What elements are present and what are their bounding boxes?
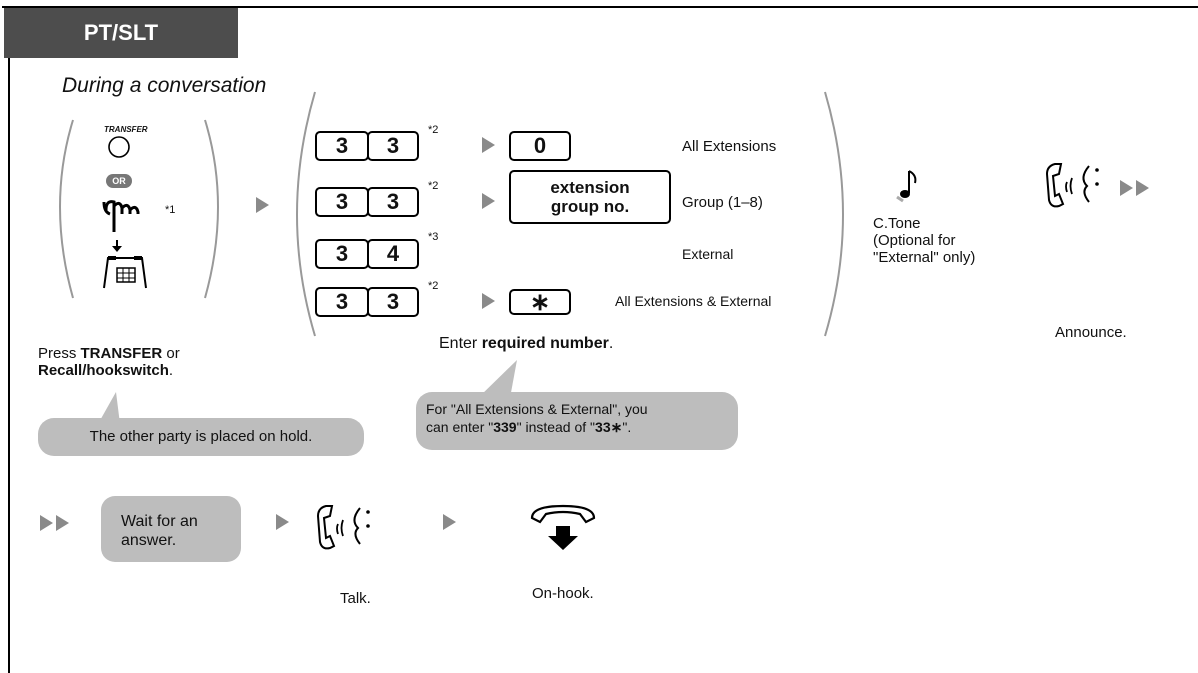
wait-bubble: Wait for an answer.: [101, 496, 241, 562]
key-label: 0: [533, 133, 547, 158]
key-label: ∗: [529, 288, 551, 316]
key-3-a[interactable]: 3: [315, 287, 369, 317]
key-3-a[interactable]: 3: [315, 187, 369, 217]
tab-label: PT/SLT: [83, 20, 159, 45]
tip-text: ".: [622, 419, 632, 435]
tone-caption: C.Tone (Optional for "External" only): [873, 215, 975, 266]
key-label-line2: group no.: [550, 197, 630, 216]
hand-press-icon: [102, 200, 140, 232]
key-label: 3: [335, 133, 349, 158]
handset-talk-icon: [1045, 163, 1099, 208]
key-0[interactable]: 0: [509, 131, 571, 161]
top-rule: [2, 6, 1198, 8]
key-label: 3: [386, 133, 400, 158]
talk-caption: Talk.: [340, 590, 371, 607]
option-group: Group (1–8): [682, 194, 763, 211]
option-external: External: [682, 246, 734, 262]
step2-caption: Enter required number.: [439, 335, 613, 352]
tone-line1: C.Tone: [873, 215, 921, 232]
note-marker-2: *2: [428, 180, 439, 192]
bubble1-tail: [98, 392, 120, 424]
key-3-b[interactable]: 3: [367, 187, 419, 217]
music-note-icon: [896, 170, 917, 203]
tip-line1: For "All Extensions & External", you: [426, 401, 648, 417]
hookswitch-icon[interactable]: [100, 240, 150, 290]
play-arrow-icon: [256, 197, 269, 213]
tip-bold-339: 339: [493, 419, 517, 435]
hold-bubble: The other party is placed on hold.: [38, 418, 364, 456]
key-star[interactable]: ∗: [509, 288, 571, 316]
key-3-b[interactable]: 3: [367, 287, 419, 317]
step2-brackets: [296, 91, 844, 337]
key-3-a[interactable]: 3: [315, 239, 369, 269]
tip-bubble: For "All Extensions & External", you can…: [416, 392, 738, 450]
subtitle: During a conversation: [62, 74, 267, 97]
key-4[interactable]: 4: [367, 239, 419, 269]
transfer-label: TRANSFER: [104, 125, 148, 134]
play-arrow-icon: [443, 514, 456, 530]
key-label: 3: [335, 241, 349, 266]
caption-bold-transfer: TRANSFER: [80, 345, 163, 362]
tip-text: can enter ": [426, 419, 494, 435]
tab-pt-slt: PT/SLT: [4, 8, 238, 58]
caption-text: Enter: [439, 335, 482, 352]
announce-caption: Announce.: [1055, 324, 1127, 341]
transfer-button-icon[interactable]: [104, 135, 134, 159]
tone-line3: "External" only): [873, 249, 976, 266]
key-label: 3: [335, 189, 349, 214]
key-label-line1: extension: [550, 178, 630, 197]
caption-bold: required number: [481, 335, 609, 352]
caption-period: .: [168, 362, 174, 379]
key-3-b[interactable]: 3: [367, 131, 419, 161]
note-marker-2: *2: [428, 124, 439, 136]
key-label: 3: [386, 289, 400, 314]
play-arrow-icon: [482, 137, 495, 153]
option-all-and-external: All Extensions & External: [615, 293, 772, 309]
note-marker-3: *3: [428, 231, 439, 243]
or-badge: OR: [106, 174, 132, 188]
play-arrow-icon: [276, 514, 289, 530]
option-all-extensions: All Extensions: [682, 138, 777, 155]
note-marker-2: *2: [428, 280, 439, 292]
caption-text-or: or: [162, 345, 180, 362]
caption-period: .: [608, 335, 614, 352]
key-label: 3: [335, 289, 349, 314]
key-label: 3: [386, 189, 400, 214]
step1-caption: Press TRANSFER or Recall/hookswitch.: [38, 345, 180, 379]
caption-text: Press: [38, 345, 81, 362]
left-border: [8, 6, 10, 673]
onhook-caption: On-hook.: [532, 585, 594, 602]
tone-line2: (Optional for: [873, 232, 956, 249]
wait-line2: answer.: [121, 532, 177, 549]
onhook-handset-icon: [530, 504, 596, 550]
bubble2-tail: [478, 360, 517, 398]
step1-brackets: [59, 119, 219, 299]
play-arrow-icon: [482, 193, 495, 209]
caption-bold-recall: Recall/hookswitch: [38, 362, 169, 379]
play-arrow-icon: [482, 293, 495, 309]
key-label: 4: [386, 241, 400, 266]
tip-bold-33star: 33∗: [595, 419, 623, 435]
wait-line1: Wait for an: [121, 513, 198, 530]
key-3-a[interactable]: 3: [315, 131, 369, 161]
handset-talk-icon: [316, 505, 370, 550]
extension-group-key[interactable]: extension group no.: [509, 170, 671, 224]
note-marker-1: *1: [165, 204, 176, 216]
tip-text: " instead of ": [516, 419, 596, 435]
